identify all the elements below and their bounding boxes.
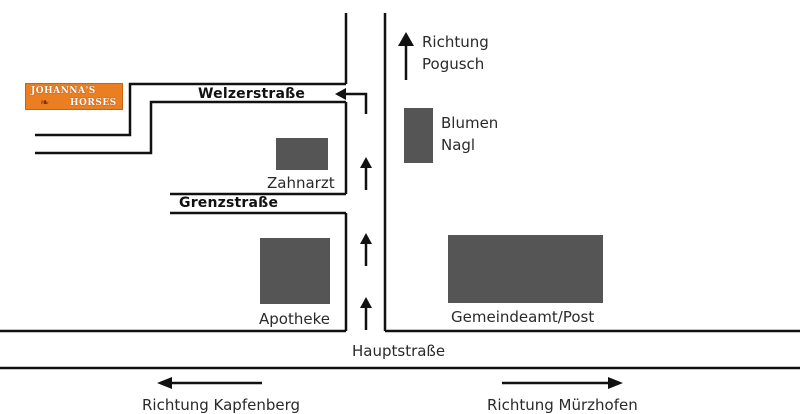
pogusch-arrow-head xyxy=(398,32,414,46)
turn-arrow-head xyxy=(335,88,346,100)
kapfenberg-arrow-head xyxy=(157,377,172,389)
horse-icon: ❧ xyxy=(40,96,50,109)
label-apotheke: Apotheke xyxy=(259,310,330,328)
label-gemeindeamt: Gemeindeamt/Post xyxy=(451,308,595,326)
welzerstrasse-south-edge xyxy=(35,100,346,155)
route-arrow-3-head xyxy=(360,157,372,168)
logo-line-1: JOHANNA'S xyxy=(31,86,96,96)
buildings xyxy=(260,108,603,304)
roads xyxy=(0,13,800,370)
label-zahnarzt: Zahnarzt xyxy=(267,174,335,192)
turn-arrow-shaft xyxy=(344,92,368,114)
zahnarzt-building xyxy=(276,138,328,170)
label-grenzstrasse: Grenzstraße xyxy=(179,195,279,211)
label-nagl: Nagl xyxy=(441,136,476,154)
logo-line-2: HORSES xyxy=(70,98,117,108)
apotheke-building xyxy=(260,238,330,304)
label-richtung-kapfenberg: Richtung Kapfenberg xyxy=(142,396,301,414)
route-arrow-2-head xyxy=(360,233,372,244)
arrows xyxy=(157,32,623,389)
johannas-horses-logo: JOHANNA'S ❧ HORSES xyxy=(25,83,123,110)
label-richtung-pogusch-1: Richtung xyxy=(422,33,489,51)
gemeindeamt-building xyxy=(448,235,603,303)
label-welzerstrasse: Welzerstraße xyxy=(198,86,306,102)
label-hauptstrasse: Hauptstraße xyxy=(352,342,446,360)
welzerstrasse-north-edge xyxy=(35,82,346,137)
label-blumen: Blumen xyxy=(441,114,499,132)
label-richtung-muerzhofen: Richtung Mürzhofen xyxy=(487,396,638,414)
muerzhofen-arrow-head xyxy=(608,377,623,389)
label-richtung-pogusch-2: Pogusch xyxy=(422,55,485,73)
route-arrow-1-head xyxy=(360,297,372,308)
blumen-nagl-building xyxy=(404,108,433,163)
